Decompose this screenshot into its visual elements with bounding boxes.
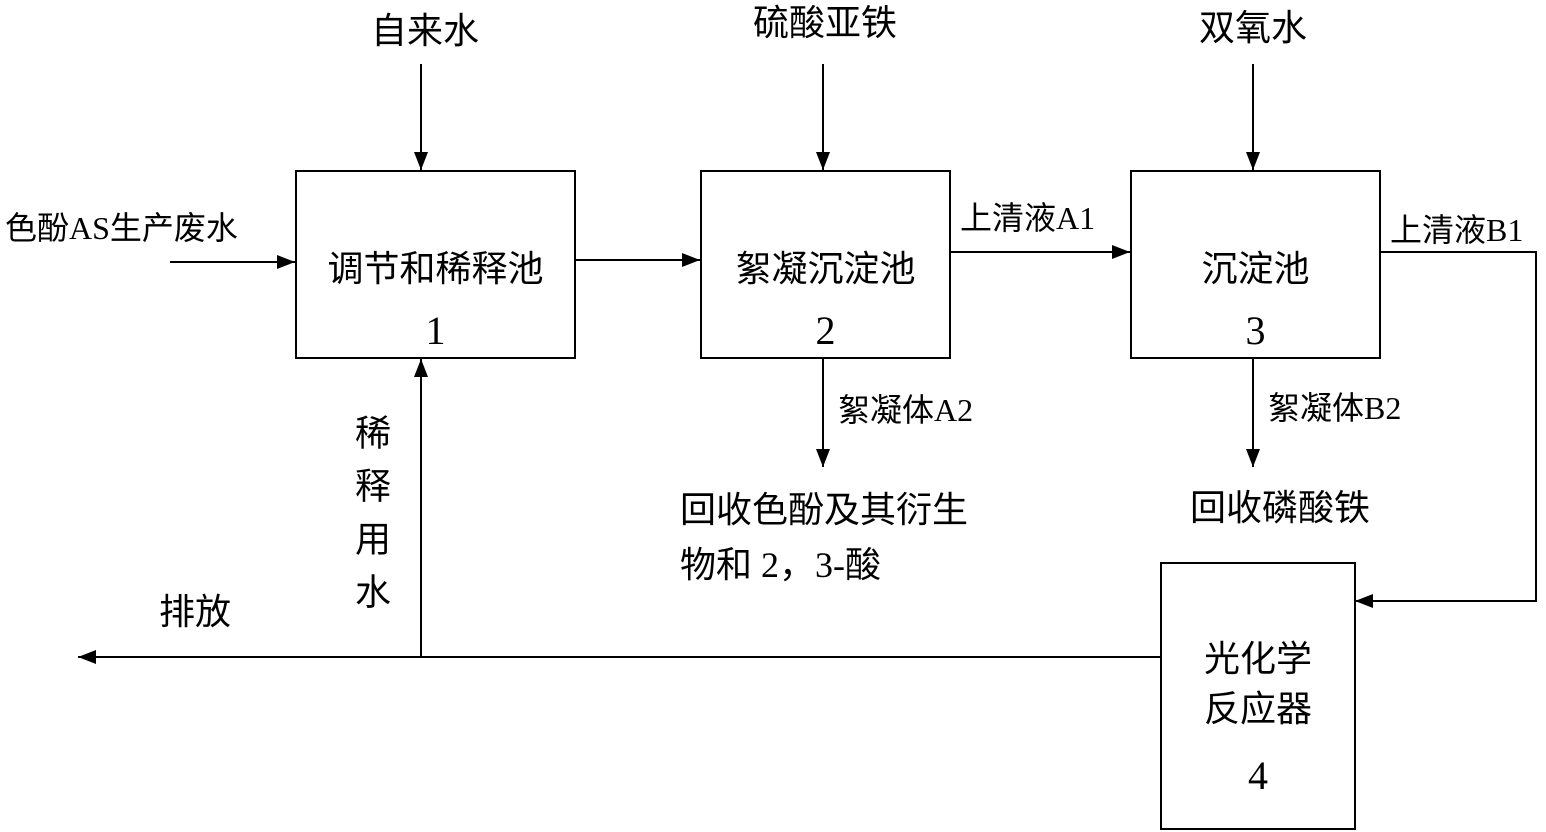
unit-1-number: 1: [425, 308, 446, 353]
label-floc-b2: 絮凝体B2: [1268, 390, 1402, 426]
label-floc-a2: 絮凝体A2: [838, 392, 974, 428]
label-supernatant-b1: 上清液B1: [1390, 212, 1524, 248]
unit-2-name: 絮凝沉淀池: [735, 249, 916, 289]
unit-4-box: 光化学 反应器 4: [1160, 562, 1356, 830]
unit-3-box: 沉淀池 3: [1130, 170, 1381, 359]
unit-2-box: 絮凝沉淀池 2: [700, 170, 951, 359]
label-recovery-b: 回收磷酸铁: [1190, 488, 1371, 528]
label-dilution-water: 稀释用水: [350, 414, 390, 626]
label-wastewater: 色酚AS生产废水: [5, 210, 238, 246]
unit-3-name: 沉淀池: [1201, 249, 1310, 289]
label-hydrogen-peroxide: 双氧水: [1198, 8, 1308, 48]
unit-4-number: 4: [1248, 753, 1268, 798]
label-discharge: 排放: [158, 592, 232, 632]
unit-1-box: 调节和稀释池 1: [295, 170, 576, 359]
label-supernatant-a1: 上清液A1: [960, 200, 1096, 236]
unit-2-number: 2: [815, 308, 836, 353]
label-recovery-a-line-1: 回收色酚及其衍生: [680, 490, 969, 530]
label-ferrous-sulfate: 硫酸亚铁: [752, 3, 898, 43]
label-tap-water: 自来水: [370, 11, 480, 51]
unit-1-name: 调节和稀释池: [327, 249, 544, 289]
label-recovery-a-line-2: 物和 2，3-酸: [680, 545, 881, 585]
unit-4-name-line-2: 反应器: [1203, 689, 1313, 729]
unit-3-number: 3: [1245, 308, 1266, 353]
arrow-unit3-to-unit4: [1355, 251, 1537, 608]
unit-4-name-line-1: 光化学: [1203, 639, 1313, 679]
